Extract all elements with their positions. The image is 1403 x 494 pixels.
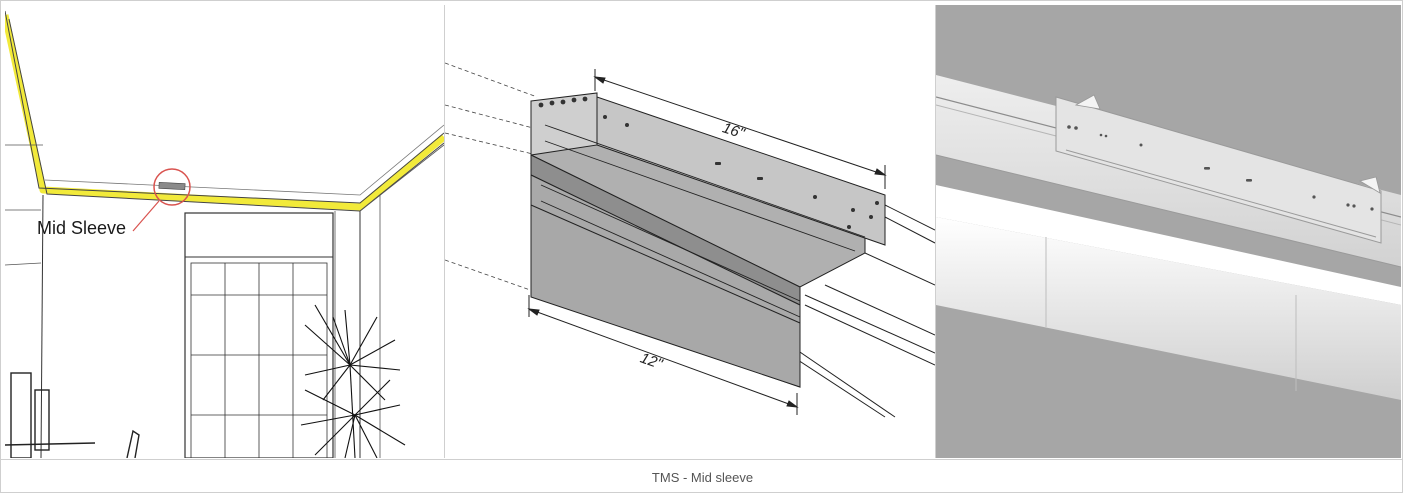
mid-sleeve-label: Mid Sleeve xyxy=(37,218,126,238)
ceiling-view-illustration: Mid Sleeve xyxy=(5,10,444,458)
luminaire-run-left xyxy=(5,14,444,211)
figure-caption: TMS - Mid sleeve xyxy=(651,469,754,485)
render-lens-glow xyxy=(936,185,1401,305)
diffuser-lens xyxy=(530,204,801,388)
mid-sleeve-callout-circle xyxy=(153,168,191,206)
render-view-panel xyxy=(936,5,1401,458)
rendered-mid-sleeve-image xyxy=(936,5,1401,458)
callout-leader-line xyxy=(132,200,160,232)
render-mid-sleeve-plate xyxy=(1055,96,1382,244)
ceiling-view-panel: Mid Sleeve xyxy=(5,5,445,458)
mid-sleeve-marker xyxy=(158,182,186,190)
exploded-view-panel: 16" 12" xyxy=(445,5,936,458)
dimension-top-label: 16" xyxy=(720,119,747,142)
dimension-bottom-label: 12" xyxy=(638,349,665,373)
plant-illustration xyxy=(300,304,406,458)
dimension-16-in xyxy=(593,69,887,189)
caption-row: TMS - Mid sleeve xyxy=(1,459,1403,494)
exploded-view-drawing: 16" 12" xyxy=(445,62,935,418)
dimension-12-in xyxy=(527,295,799,415)
